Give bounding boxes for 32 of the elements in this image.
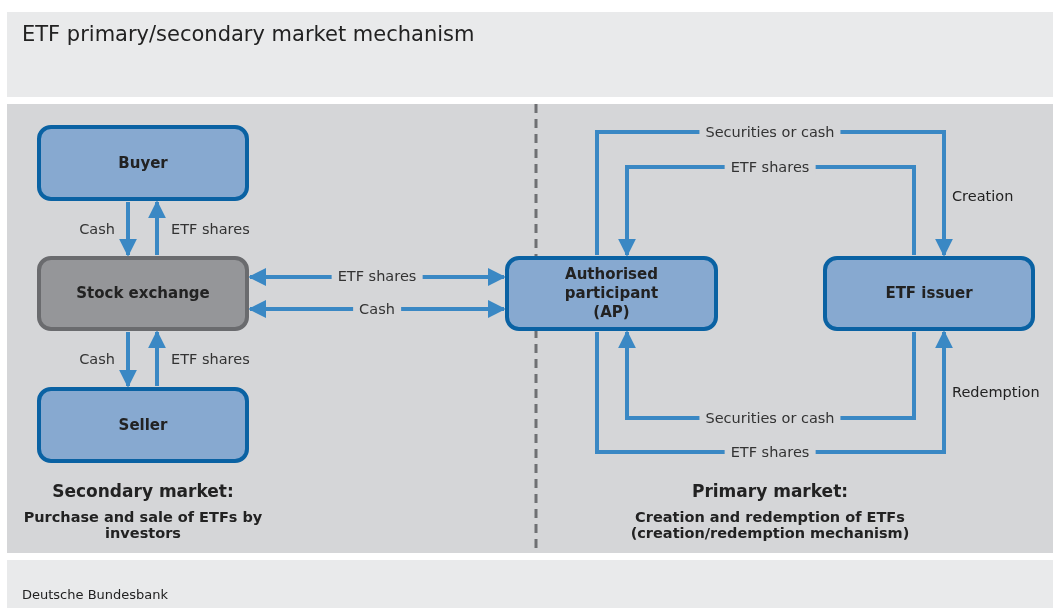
edge-label: Cash	[78, 221, 116, 237]
source-note: Deutsche Bundesbank	[22, 586, 169, 602]
edge-label: ETF shares	[170, 221, 251, 237]
edge-label: ETF shares	[724, 444, 816, 460]
edge-note: Creation	[952, 188, 1014, 204]
section-description: Creation and redemption of ETFs (creation/redemption mechanism)	[629, 509, 911, 541]
buyer-box	[37, 125, 249, 201]
node-label: Authorised participant (AP)	[563, 265, 660, 322]
arrow	[148, 330, 166, 386]
edge-label: Securities or cash	[699, 410, 841, 426]
edge-label: Securities or cash	[699, 124, 841, 140]
issuer-box	[823, 256, 1035, 331]
node-label: Buyer	[118, 153, 168, 173]
node-label: Stock exchange	[76, 284, 210, 303]
participant-box	[505, 256, 718, 331]
edge-label: Cash	[353, 301, 401, 317]
section-heading: Primary market:	[691, 481, 849, 501]
edge-label: ETF shares	[331, 268, 423, 284]
node-label: Seller	[118, 415, 168, 435]
arrow	[119, 332, 137, 388]
edge-note: Redemption	[952, 384, 1040, 400]
exchange-box	[37, 256, 249, 331]
edge-label: ETF shares	[724, 159, 816, 175]
section-heading: Secondary market:	[52, 481, 234, 501]
seller-box	[37, 387, 249, 463]
section-description: Purchase and sale of ETFs by investors	[23, 509, 263, 541]
arrow	[119, 202, 137, 257]
edge-label: Cash	[78, 351, 116, 367]
edge-label: ETF shares	[170, 351, 251, 367]
node-label: ETF issuer	[885, 284, 973, 303]
arrow	[148, 200, 166, 255]
diagram-title: ETF primary/secondary market mechanism	[22, 22, 475, 46]
